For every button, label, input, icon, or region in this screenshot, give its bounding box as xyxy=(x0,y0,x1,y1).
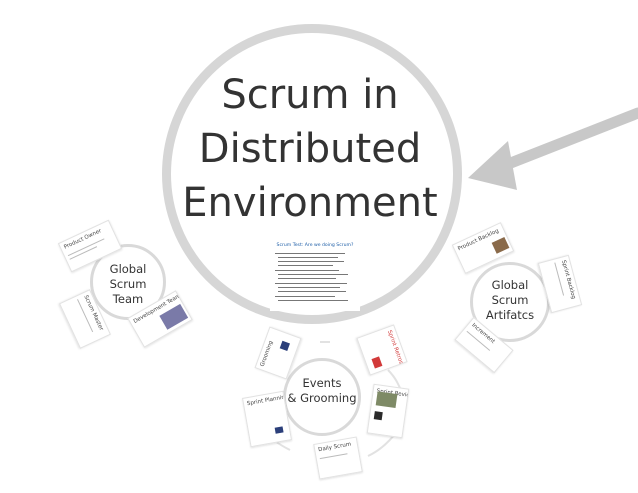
scrum-test-document[interactable]: Scrum Test: Are we doing Scrum? xyxy=(270,243,360,311)
retro-image xyxy=(371,356,383,369)
main-title-line-3: Environment xyxy=(182,180,438,226)
review-image-small xyxy=(373,411,383,421)
review-image xyxy=(375,391,398,409)
planning-image xyxy=(274,426,284,434)
team-title-line: Team xyxy=(112,292,144,306)
events-title-line: Events xyxy=(302,376,342,390)
main-title-line-2: Distributed xyxy=(198,126,422,172)
daily-scrum-card[interactable]: Daily Scrum xyxy=(313,436,363,480)
team-title-line: Scrum xyxy=(109,277,147,291)
team-title-line: Global xyxy=(109,262,147,276)
team-title: Global Scrum Team xyxy=(90,262,166,307)
backlog-image xyxy=(491,236,510,254)
main-title: Scrum in Distributed Environment xyxy=(175,68,445,230)
sprint-planning-card[interactable]: Sprint Planning xyxy=(241,390,293,448)
main-title-line-1: Scrum in xyxy=(221,72,399,118)
grooming-image xyxy=(279,340,290,352)
artifacts-title-line: Artifatcs xyxy=(485,308,535,322)
document-heading: Scrum Test: Are we doing Scrum? xyxy=(276,243,354,248)
events-title-line: & Grooming xyxy=(287,391,357,405)
events-title: Events & Grooming xyxy=(283,376,361,406)
sprint-review-card[interactable]: Sprint Review xyxy=(366,383,410,439)
artifacts-title-line: Scrum xyxy=(491,293,529,307)
artifacts-title-line: Global xyxy=(491,278,529,292)
artifacts-title: Global Scrum Artifatcs xyxy=(470,278,550,323)
